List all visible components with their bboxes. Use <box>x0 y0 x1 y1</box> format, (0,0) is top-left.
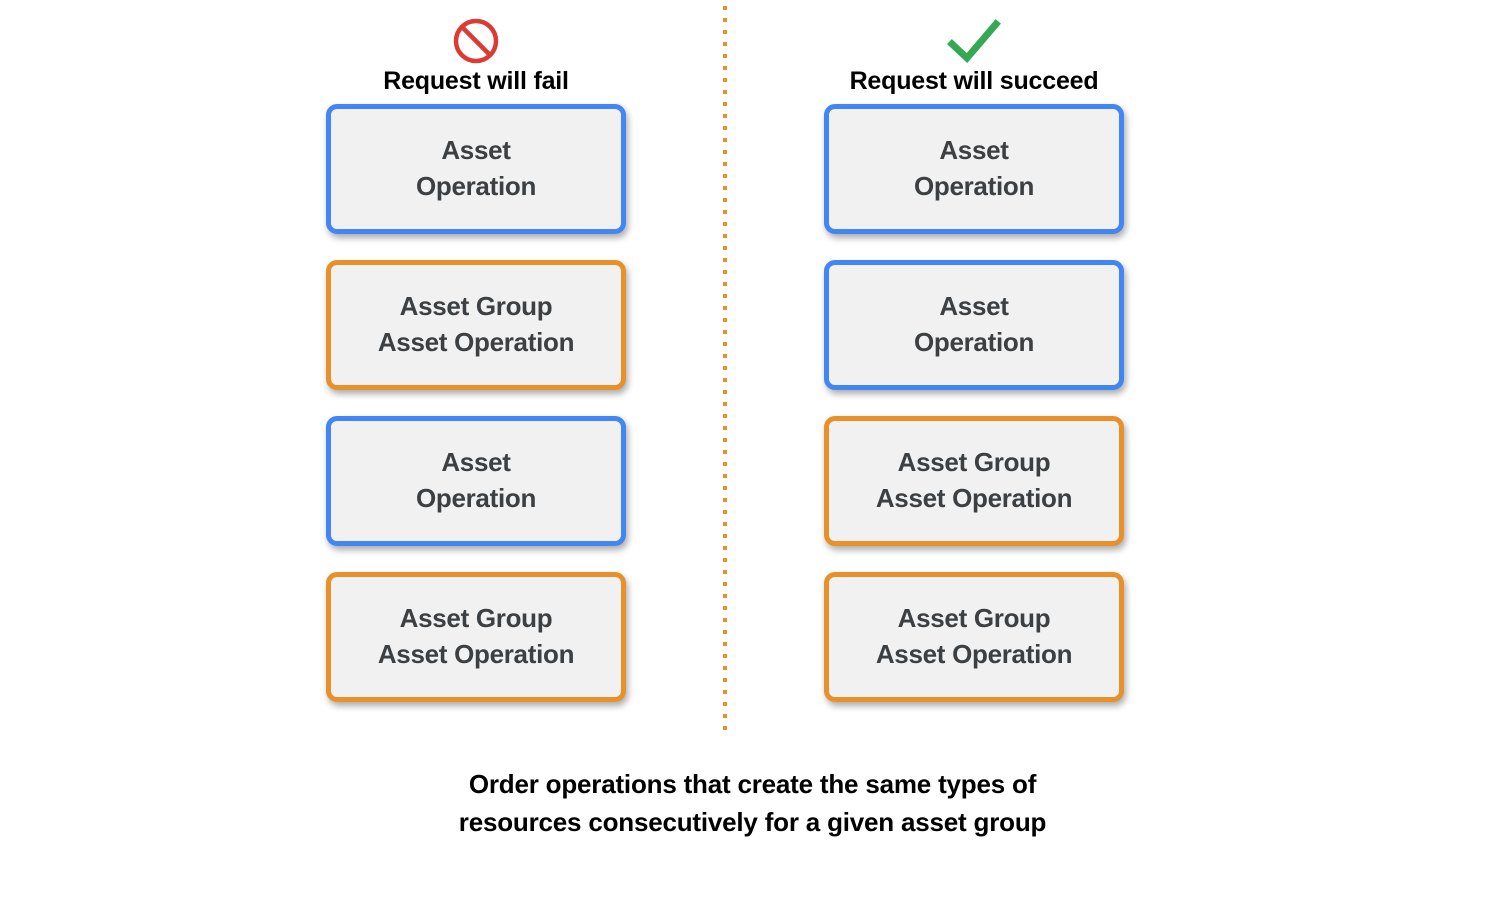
operation-box-line: Asset <box>939 135 1009 166</box>
column-request-will-succeed: Request will succeed Asset Operation Ass… <box>814 0 1134 702</box>
operation-box-line: Asset <box>939 291 1009 322</box>
operation-box-line: Asset <box>441 447 511 478</box>
vertical-dotted-divider <box>723 6 727 734</box>
operation-box-line: Asset Group <box>399 291 553 322</box>
operation-box: Asset Group Asset Operation <box>326 572 626 702</box>
operation-box-line: Asset Operation <box>377 327 575 357</box>
operation-box-line: Asset Group <box>897 603 1051 634</box>
operation-box: Asset Operation <box>824 260 1124 390</box>
caption-line-2: resources consecutively for a given asse… <box>458 806 1047 837</box>
operation-box-line: Asset Group <box>399 603 553 634</box>
operation-box-line: Operation <box>913 327 1035 357</box>
operation-box-line: Asset Operation <box>377 639 575 669</box>
operation-box: Asset Operation <box>326 104 626 234</box>
caption-line-1: Order operations that create the same ty… <box>468 769 1037 799</box>
column-header-succeed: Request will succeed <box>814 0 1134 104</box>
column-label-fail: Request will fail <box>383 67 569 95</box>
operation-box: Asset Group Asset Operation <box>326 260 626 390</box>
prohibition-icon <box>451 13 501 69</box>
operation-box-line: Operation <box>415 171 537 201</box>
operation-box-line: Operation <box>415 483 537 513</box>
column-request-will-fail: Request will fail Asset Operation Asset … <box>316 0 636 702</box>
operation-box-line: Asset Operation <box>875 639 1073 669</box>
operation-list-fail: Asset Operation Asset Group Asset Operat… <box>316 104 636 702</box>
operation-list-succeed: Asset Operation Asset Operation Asset Gr… <box>814 104 1134 702</box>
diagram-caption: Order operations that create the same ty… <box>0 766 1505 841</box>
column-header-fail: Request will fail <box>316 0 636 104</box>
operation-box: Asset Group Asset Operation <box>824 572 1124 702</box>
checkmark-icon <box>944 13 1004 69</box>
operation-box: Asset Operation <box>326 416 626 546</box>
operation-box: Asset Group Asset Operation <box>824 416 1124 546</box>
operation-box-line: Asset Operation <box>875 483 1073 513</box>
column-label-succeed: Request will succeed <box>849 67 1099 95</box>
operation-box-line: Asset Group <box>897 447 1051 478</box>
operation-box-line: Operation <box>913 171 1035 201</box>
operation-box-line: Asset <box>441 135 511 166</box>
operation-box: Asset Operation <box>824 104 1124 234</box>
